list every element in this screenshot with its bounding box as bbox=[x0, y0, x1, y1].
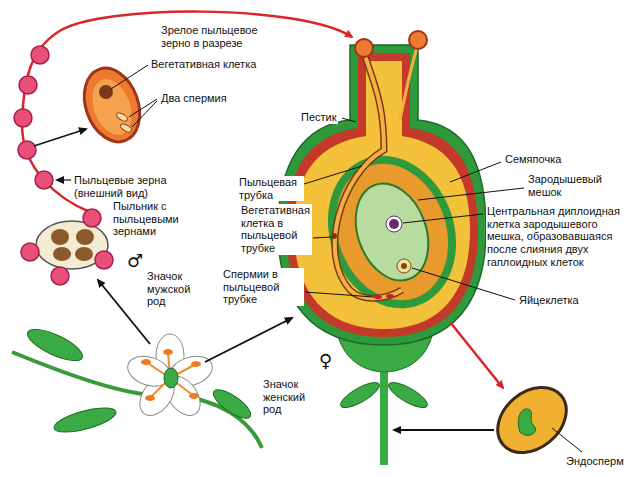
anther-lobe bbox=[53, 247, 71, 261]
leaf bbox=[209, 385, 254, 423]
pollen-grain bbox=[19, 76, 37, 94]
flower-pistil bbox=[164, 368, 178, 388]
leader-line bbox=[111, 65, 148, 89]
pollen-grain bbox=[95, 251, 113, 269]
part-label: Эндосперм bbox=[565, 455, 625, 468]
stamen-anther bbox=[145, 395, 155, 401]
stamen-anther bbox=[189, 393, 199, 399]
stigma-pollen bbox=[355, 39, 373, 57]
part-label: Два спермия bbox=[160, 92, 250, 105]
leader-line bbox=[342, 118, 356, 122]
black-arrow bbox=[205, 318, 292, 362]
leader-line bbox=[403, 214, 483, 223]
pollen-grain-section bbox=[75, 60, 150, 149]
part-label: Пыльцевая трубка bbox=[238, 176, 304, 201]
leader-line bbox=[313, 237, 331, 238]
leader-line bbox=[304, 166, 362, 184]
pollen-tube bbox=[335, 52, 402, 298]
pollen-grain bbox=[35, 171, 53, 189]
gender-symbol: ♀ bbox=[318, 352, 333, 370]
pistil-wall bbox=[278, 45, 486, 345]
leader-line bbox=[129, 99, 157, 117]
leader-line bbox=[552, 428, 582, 452]
black-arrow bbox=[98, 280, 150, 344]
part-label: Центральная диплоидная клетка зародышево… bbox=[486, 205, 636, 268]
black-arrow bbox=[34, 129, 86, 146]
part-label: Значок женский род bbox=[262, 378, 324, 416]
leader-arrow bbox=[57, 179, 71, 180]
stamen-anther bbox=[141, 359, 151, 365]
part-label: Пыльцевые зерна (внешний вид) bbox=[73, 174, 183, 199]
pollen-grain bbox=[83, 209, 101, 227]
central-nucleus bbox=[389, 219, 399, 229]
embryo-sac bbox=[343, 173, 441, 290]
egg-nucleus bbox=[401, 263, 407, 269]
leaf bbox=[337, 378, 382, 412]
gender-symbol: ♂ bbox=[126, 252, 144, 270]
part-label: Яйцеклетка bbox=[518, 294, 580, 307]
pollen-grain bbox=[21, 243, 39, 261]
part-label: Вегетативная клетка в пыльцевой трубке bbox=[240, 204, 312, 255]
pollen-grain bbox=[18, 141, 36, 159]
black-arrow bbox=[394, 429, 494, 431]
vegetative-nucleus bbox=[99, 85, 113, 99]
leaf bbox=[24, 323, 87, 366]
sperm-cell bbox=[115, 111, 128, 122]
leader-line bbox=[450, 162, 501, 182]
embryo bbox=[518, 409, 535, 435]
stamen-anther bbox=[191, 361, 201, 367]
central-cell bbox=[386, 216, 402, 232]
stigma-pollen bbox=[409, 31, 427, 49]
part-label: Спермии в пыльцевой трубке bbox=[222, 268, 304, 306]
leader-line bbox=[305, 292, 374, 297]
pollen-tube-outline bbox=[335, 52, 402, 298]
sperm-cell bbox=[386, 294, 394, 298]
part-label: Значок мужской род bbox=[146, 270, 208, 308]
pollen-grain bbox=[51, 267, 69, 285]
pollination-arrow bbox=[22, 12, 352, 212]
leader-line bbox=[412, 268, 515, 300]
stamen-anther bbox=[163, 349, 173, 355]
part-label: Пестик bbox=[300, 111, 338, 124]
part-label: Зародышевый мешок bbox=[527, 173, 627, 198]
part-label: Вегетативная клетка bbox=[150, 58, 275, 71]
pollen-grain-inner bbox=[85, 74, 139, 141]
pistil-layer bbox=[286, 53, 478, 337]
pollen-tube bbox=[400, 44, 418, 120]
leader-line bbox=[132, 101, 157, 127]
leaf bbox=[52, 403, 118, 437]
part-label: Пыльник с пыльцевыми зернами bbox=[112, 200, 212, 238]
sperm-cell bbox=[119, 122, 132, 133]
anther-lobe bbox=[75, 247, 93, 261]
leader-line bbox=[418, 188, 524, 200]
leaf bbox=[385, 378, 430, 412]
tube-vegetative-nucleus bbox=[331, 233, 337, 239]
part-label: Зрелое пыльцевое зерно в разрезе bbox=[160, 24, 285, 49]
pollen-grain bbox=[31, 46, 49, 64]
plant-stem bbox=[12, 352, 262, 448]
seed bbox=[485, 374, 579, 466]
anther-lobe bbox=[76, 229, 94, 245]
egg-cell bbox=[397, 259, 411, 273]
anther-lobe bbox=[51, 229, 69, 245]
part-label: Семяпочка bbox=[504, 153, 562, 166]
sperm-cell bbox=[374, 295, 382, 299]
red-arrow bbox=[450, 322, 503, 388]
pollen-grain bbox=[14, 109, 32, 127]
